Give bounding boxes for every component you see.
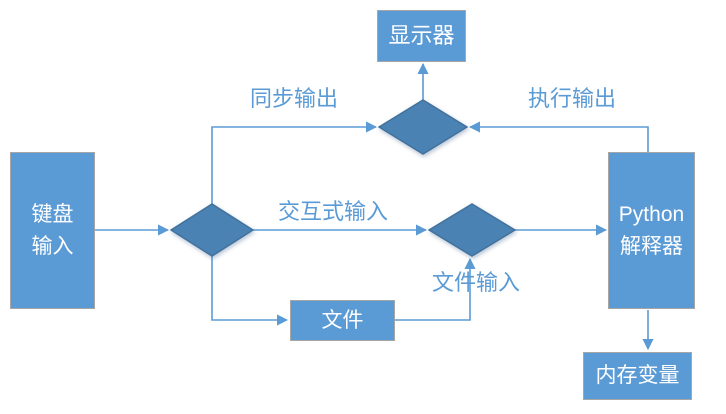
node-keyboard-input: 键盘 输入 [10, 152, 95, 309]
node-python-interpreter: Python 解释器 [608, 152, 695, 309]
node-memory-variables: 内存变量 [583, 352, 692, 400]
node-memory-label: 内存变量 [595, 364, 680, 387]
arrow-exec-output [468, 121, 649, 152]
node-keyboard-input-label-line1: 键盘 [31, 202, 74, 226]
node-file-label: 文件 [321, 308, 364, 332]
node-keyboard-input-label-line2: 输入 [31, 234, 74, 258]
arrow-sync-output [211, 121, 378, 204]
junction-diamond-display [377, 99, 469, 155]
junction-diamond-input [169, 203, 255, 257]
arrow-junction-to-file [211, 256, 289, 326]
node-display: 显示器 [377, 10, 466, 62]
node-display-label: 显示器 [388, 23, 455, 48]
arrow-file-to-junction [395, 257, 476, 321]
node-python-label-line2: 解释器 [620, 234, 683, 258]
label-interactive-input: 交互式输入 [277, 199, 389, 224]
label-exec-output: 执行输出 [527, 86, 617, 111]
junction-diamond-file-merge [427, 203, 517, 257]
node-file: 文件 [290, 300, 395, 341]
label-sync-output: 同步输出 [249, 86, 339, 111]
node-python-label-line1: Python [618, 202, 685, 226]
label-file-input: 文件输入 [431, 270, 521, 295]
